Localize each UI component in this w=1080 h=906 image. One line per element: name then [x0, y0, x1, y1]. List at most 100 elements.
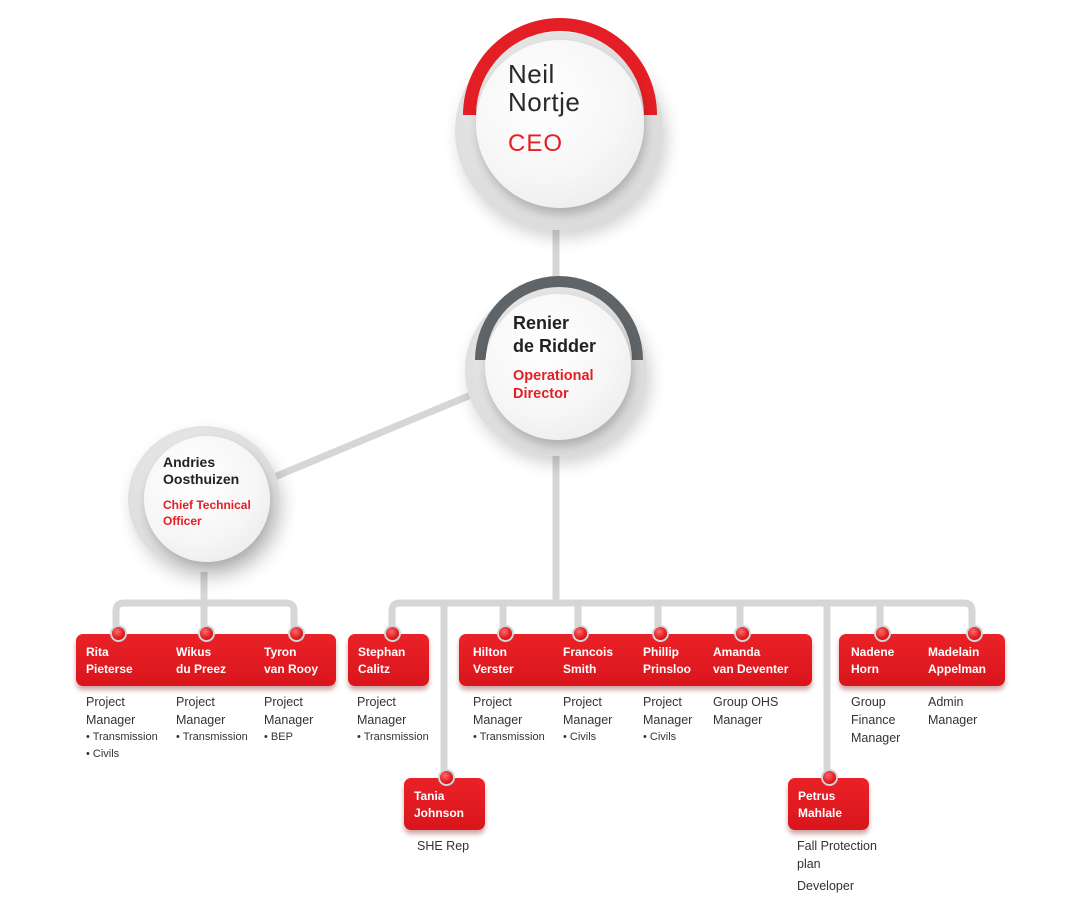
connector-dot: [110, 625, 127, 642]
cto-name-line2: Oosthuizen: [163, 471, 240, 487]
staff-card: Rita Pieterse: [76, 625, 164, 686]
role-line: Project: [86, 695, 125, 709]
staff-name: Wikus du Preez: [176, 645, 227, 676]
role-line: Group OHS: [713, 695, 779, 709]
role-bullet: • Transmission: [176, 731, 248, 743]
od-name-line1: Renier: [513, 313, 570, 333]
connector-dot: [384, 625, 401, 642]
staff-role: Project Manager • Transmission: [176, 693, 248, 746]
staff-card: Hilton Verster: [463, 625, 551, 686]
staff-card: Francois Smith: [553, 625, 633, 686]
staff-name: Stephan Calitz: [358, 645, 406, 676]
staff-role: Project Manager • BEP: [264, 693, 313, 746]
od-title-line1: Operational: [513, 368, 594, 384]
staff-card: Petrus Mahlale: [788, 769, 869, 830]
role-line: Manager: [928, 713, 978, 727]
role-line: Manager: [176, 713, 226, 727]
staff-role: Fall Protection plan Developer: [797, 837, 877, 895]
role-line: Manager: [563, 713, 613, 727]
role-bullet: • Transmission: [86, 731, 158, 743]
staff-role: Project Manager • Civils: [563, 693, 612, 746]
connector-dot: [572, 625, 589, 642]
admin-team-box: [839, 634, 1005, 686]
cto-node: Andries Oosthuizen Chief Technical Offic…: [128, 422, 283, 572]
role-line: Manager: [86, 713, 136, 727]
role-line: Manager: [473, 713, 523, 727]
role-line: Manager: [264, 713, 314, 727]
role-line: Project: [643, 695, 682, 709]
role-line: Project: [264, 695, 303, 709]
cto-text: Andries Oosthuizen Chief Technical Offic…: [163, 454, 273, 529]
staff-role: Group Finance Manager: [851, 693, 900, 747]
role-line: Developer: [797, 879, 854, 893]
cto-team-box: [76, 634, 336, 686]
pm-team-box: [459, 634, 812, 686]
connector-dot: [966, 625, 983, 642]
role-line: Fall Protection: [797, 839, 877, 853]
role-bullet: • Civils: [563, 731, 597, 743]
staff-card: Madelain Appelman: [918, 625, 1005, 686]
staff-role: Project Manager • Transmission: [473, 693, 545, 746]
ceo-name-line1: Neil: [508, 59, 555, 89]
role-line: plan: [797, 857, 821, 871]
connector-dot: [438, 769, 455, 786]
role-bullet: • Transmission: [357, 731, 429, 743]
od-title-line2: Director: [513, 386, 569, 402]
role-line: Project: [563, 695, 602, 709]
staff-name: Amanda van Deventer: [713, 645, 789, 676]
staff-card: Amanda van Deventer: [703, 625, 812, 686]
staff-card: Stephan Calitz: [348, 625, 429, 686]
role-line: Manager: [643, 713, 693, 727]
staff-role: Admin Manager: [928, 693, 977, 729]
connector-dot: [288, 625, 305, 642]
staff-name: Nadene Horn: [851, 645, 895, 676]
cto-name-line1: Andries: [163, 454, 216, 470]
staff-card: Nadene Horn: [841, 625, 919, 686]
role-bullet: • Civils: [643, 731, 677, 743]
connector-dot: [821, 769, 838, 786]
staff-name: Rita Pieterse: [86, 645, 133, 676]
staff-role: Project Manager • Transmission: [357, 693, 429, 746]
cto-title-line1: Chief Technical: [163, 498, 251, 512]
od-text: Renier de Ridder Operational Director: [513, 312, 643, 403]
staff-name: Madelain Appelman: [928, 645, 987, 676]
tania-box: [404, 778, 485, 830]
ceo-text: Neil Nortje CEO: [508, 60, 648, 158]
role-line: Manager: [357, 713, 407, 727]
operational-director-node: Renier de Ridder Operational Director: [465, 276, 650, 456]
od-name-line2: de Ridder: [513, 336, 597, 356]
staff-card: Tania Johnson: [404, 769, 485, 830]
connector-dot: [198, 625, 215, 642]
role-line: Project: [357, 695, 396, 709]
role-line: Project: [473, 695, 512, 709]
staff-card: Wikus du Preez: [166, 625, 254, 686]
ceo-node: Neil Nortje CEO: [453, 18, 665, 230]
role-line: Group: [851, 695, 886, 709]
connector-dot: [734, 625, 751, 642]
staff-role: SHE Rep: [417, 837, 469, 855]
line-od-cto: [268, 388, 482, 482]
role-line: Admin: [928, 695, 964, 709]
staff-name: Francois Smith: [563, 645, 614, 676]
ceo-name-line2: Nortje: [508, 87, 581, 117]
petrus-box: [788, 778, 869, 830]
staff-role: Group OHS Manager: [713, 693, 778, 729]
ceo-title: CEO: [508, 130, 564, 157]
cto-title-line2: Officer: [163, 514, 202, 528]
role-bullet: • Civils: [86, 748, 120, 760]
connector-dot: [652, 625, 669, 642]
role-bullet: • BEP: [264, 731, 293, 743]
node-face: [144, 436, 270, 562]
staff-role: Project Manager • Transmission • Civils: [86, 693, 158, 763]
staff-card: Phillip Prinsloo: [633, 625, 703, 686]
staff-name: Tyron van Rooy: [264, 645, 319, 676]
staff-name: Petrus Mahlale: [798, 789, 843, 820]
role-line: Manager: [713, 713, 763, 727]
staff-name: Phillip Prinsloo: [643, 645, 692, 676]
staff-name: Tania Johnson: [414, 789, 464, 820]
node-face: [485, 294, 631, 440]
role-bullet: • Transmission: [473, 731, 545, 743]
staff-role: Project Manager • Civils: [643, 693, 692, 746]
staff-card: Tyron van Rooy: [254, 625, 336, 686]
